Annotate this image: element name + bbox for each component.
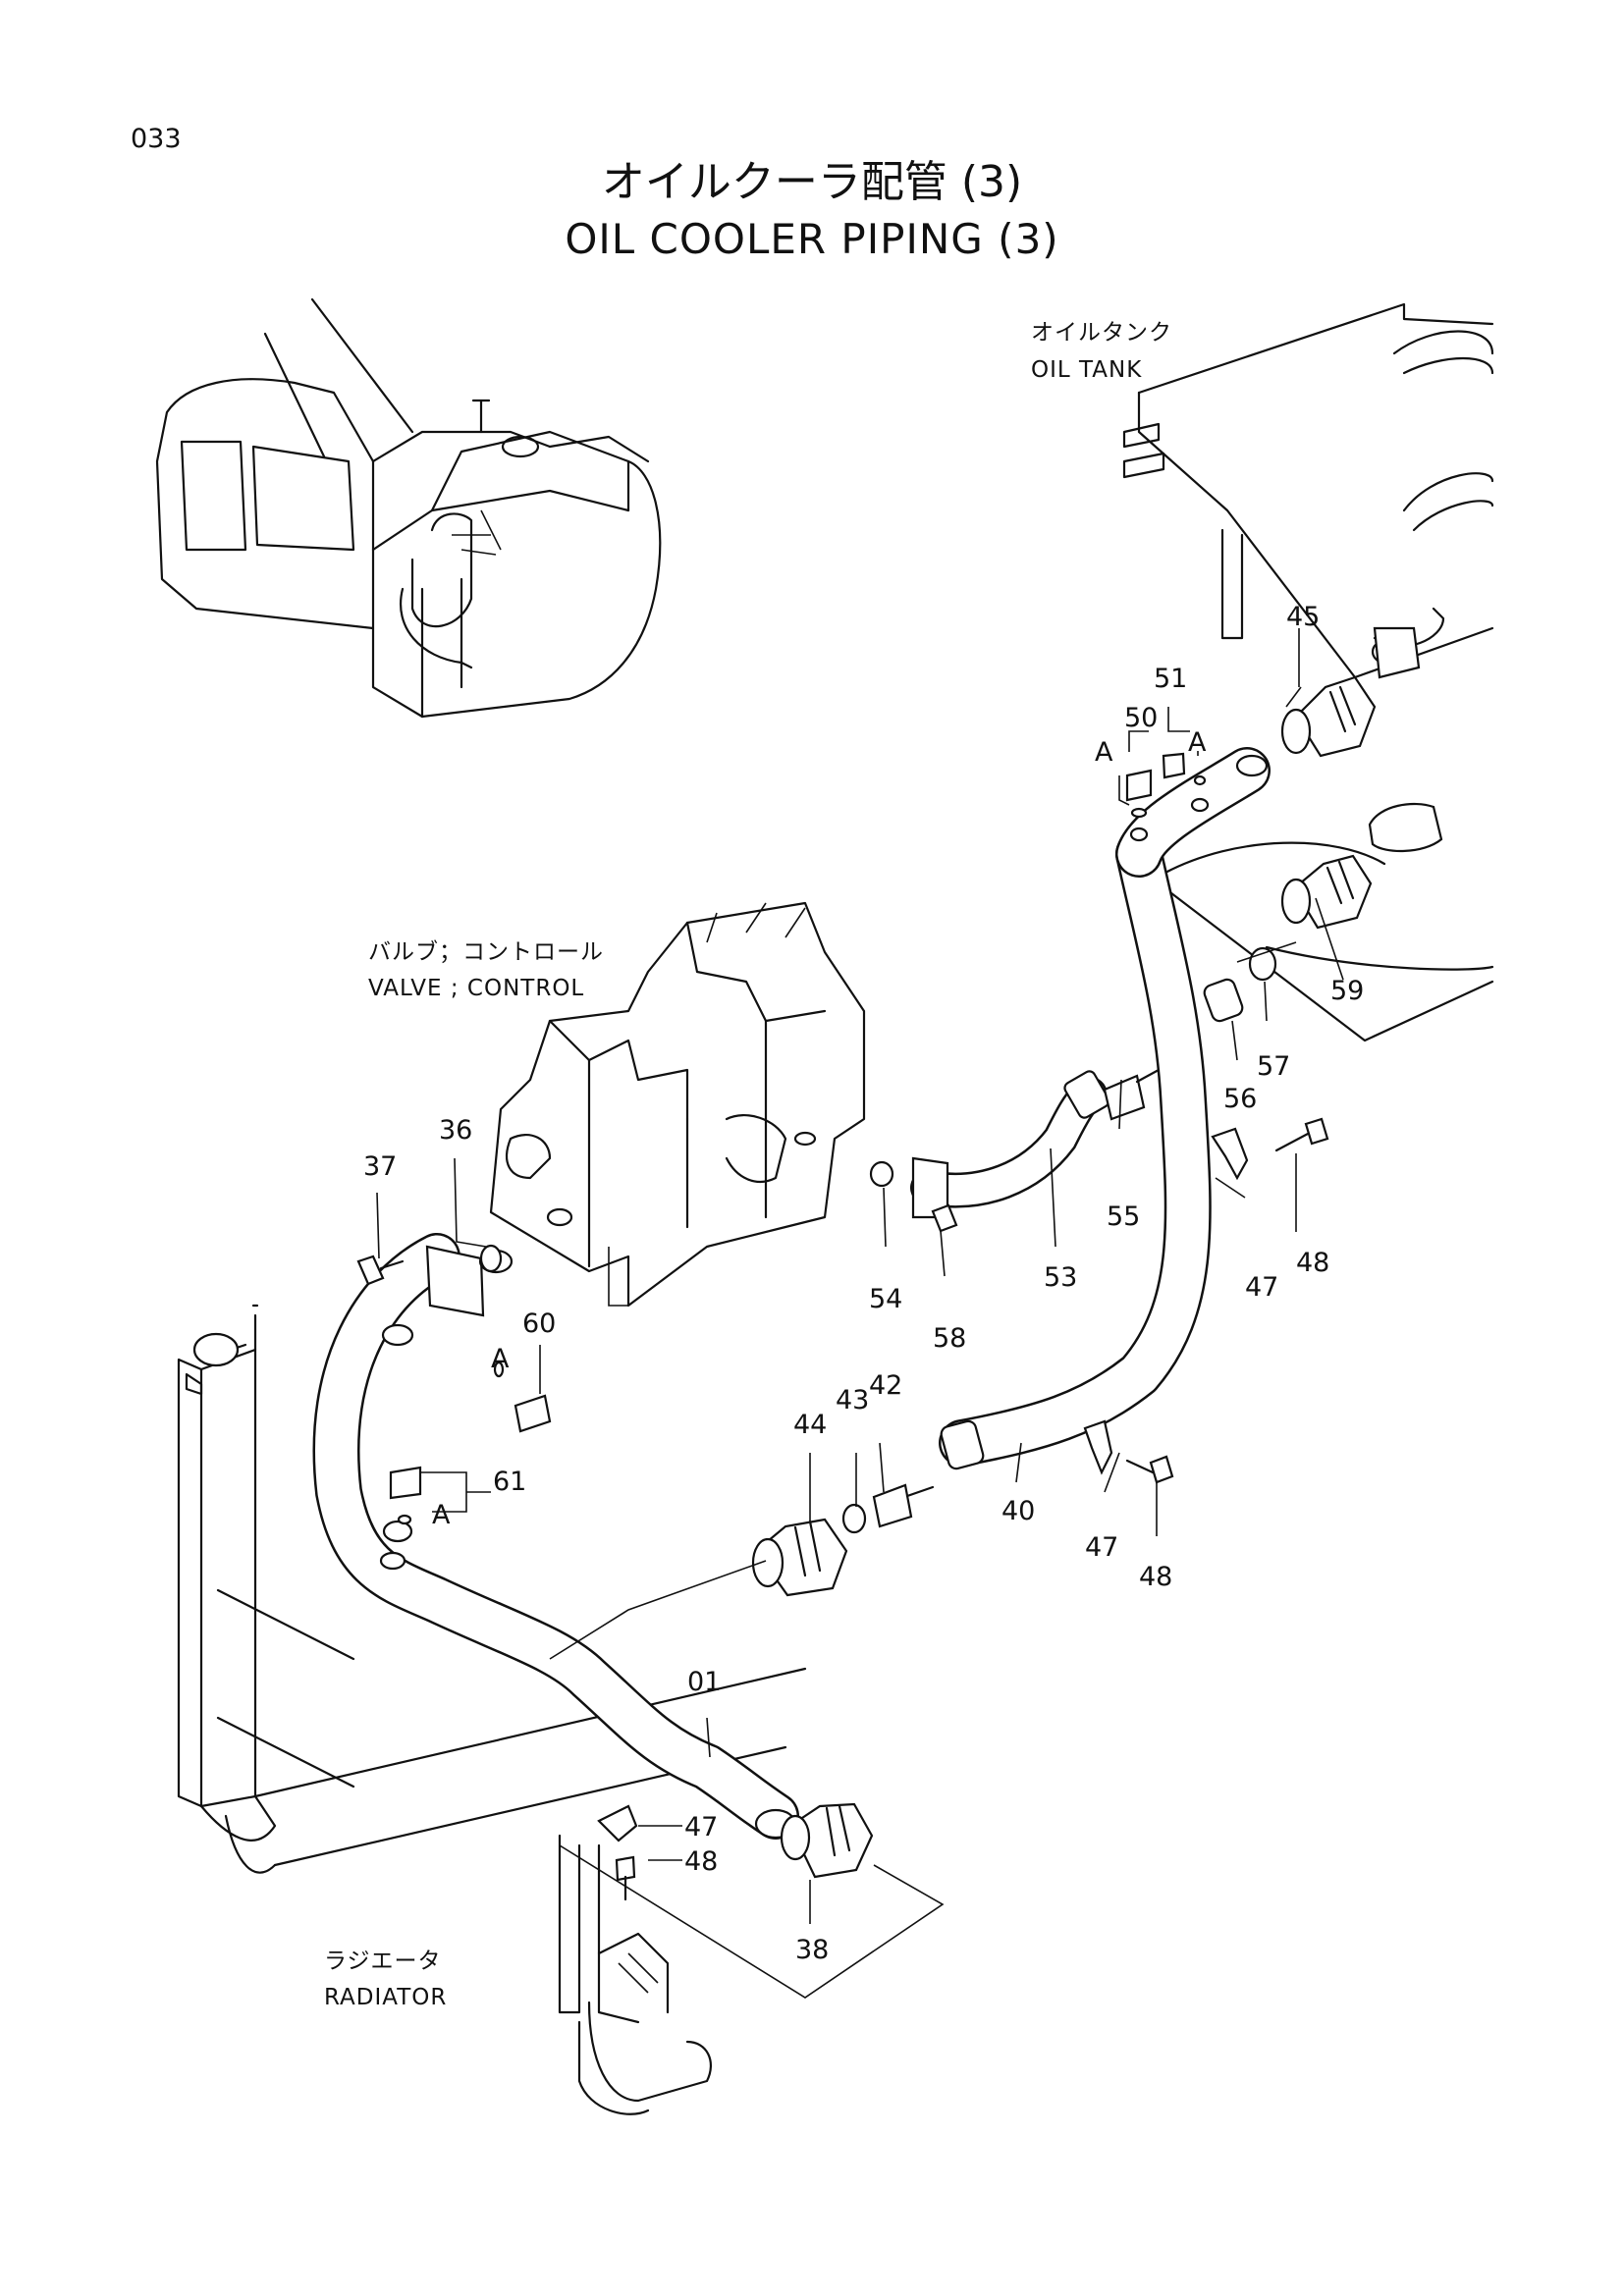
coupling-59 bbox=[1280, 803, 1443, 930]
callout-47: 47 bbox=[684, 1812, 718, 1842]
callout-56: 56 bbox=[1223, 1084, 1257, 1114]
callout-43: 43 bbox=[836, 1385, 869, 1415]
callout-53: 53 bbox=[1044, 1262, 1077, 1293]
valve-label-jp: バルブ；コントロール bbox=[368, 939, 604, 965]
title-japanese: オイルクーラ配管 (3) bbox=[602, 157, 1022, 207]
detail-markers: A A A A bbox=[432, 727, 1207, 1530]
callout-40: 40 bbox=[1001, 1496, 1035, 1526]
detail-marker-a: A bbox=[1188, 727, 1207, 758]
detail-marker-a: A bbox=[491, 1344, 510, 1374]
callout-61: 61 bbox=[493, 1467, 526, 1497]
detail-marker-a: A bbox=[1095, 737, 1113, 768]
callout-50: 50 bbox=[1124, 703, 1158, 733]
hardware bbox=[356, 752, 1329, 1901]
callout-48: 48 bbox=[1139, 1562, 1172, 1592]
callout-58: 58 bbox=[933, 1323, 966, 1354]
callout-45: 45 bbox=[1286, 602, 1320, 632]
excavator-overview-illustration bbox=[155, 297, 662, 719]
hose-53 bbox=[910, 1070, 1110, 1219]
coupling-45 bbox=[1280, 626, 1421, 758]
oil-tank: オイルタンク OIL TANK bbox=[1031, 302, 1494, 1042]
callout-57: 57 bbox=[1257, 1051, 1290, 1082]
pipe-40 bbox=[939, 747, 1271, 1470]
callout-38: 38 bbox=[795, 1935, 829, 1965]
callout-47: 47 bbox=[1245, 1272, 1278, 1303]
callout-55: 55 bbox=[1107, 1201, 1140, 1232]
callout-labels: 01 36 37 38 40 42 43 44 45 47 47 47 48 4… bbox=[363, 602, 1364, 1965]
coupling-38 bbox=[780, 1802, 874, 1879]
radiator-label-en: RADIATOR bbox=[324, 1985, 447, 2010]
leader-lines bbox=[376, 628, 1344, 1999]
callout-54: 54 bbox=[869, 1284, 902, 1314]
callout-01: 01 bbox=[687, 1667, 721, 1697]
callout-51: 51 bbox=[1154, 664, 1187, 694]
coupling-44 bbox=[751, 1518, 848, 1597]
radiator: ラジエータ RADIATOR bbox=[177, 1304, 807, 2115]
title-english: OIL COOLER PIPING (3) bbox=[565, 215, 1058, 263]
callout-44: 44 bbox=[793, 1410, 827, 1440]
detail-marker-a: A bbox=[432, 1500, 451, 1530]
couplings bbox=[751, 626, 1443, 1879]
callout-37: 37 bbox=[363, 1151, 397, 1182]
callout-48: 48 bbox=[1296, 1248, 1329, 1278]
callout-59: 59 bbox=[1330, 976, 1364, 1006]
page-number: 033 bbox=[131, 124, 182, 154]
callout-36: 36 bbox=[439, 1115, 472, 1146]
callout-42: 42 bbox=[869, 1370, 902, 1401]
oil-tank-label-en: OIL TANK bbox=[1031, 357, 1142, 383]
control-valve: バルブ；コントロール VALVE ; CONTROL bbox=[368, 901, 866, 1308]
oil-tank-label-jp: オイルタンク bbox=[1031, 320, 1172, 346]
callout-48: 48 bbox=[684, 1846, 718, 1877]
radiator-label-jp: ラジエータ bbox=[324, 1949, 442, 1974]
valve-label-en: VALVE ; CONTROL bbox=[368, 976, 584, 1001]
callout-60: 60 bbox=[522, 1308, 556, 1339]
callout-47: 47 bbox=[1085, 1532, 1118, 1563]
